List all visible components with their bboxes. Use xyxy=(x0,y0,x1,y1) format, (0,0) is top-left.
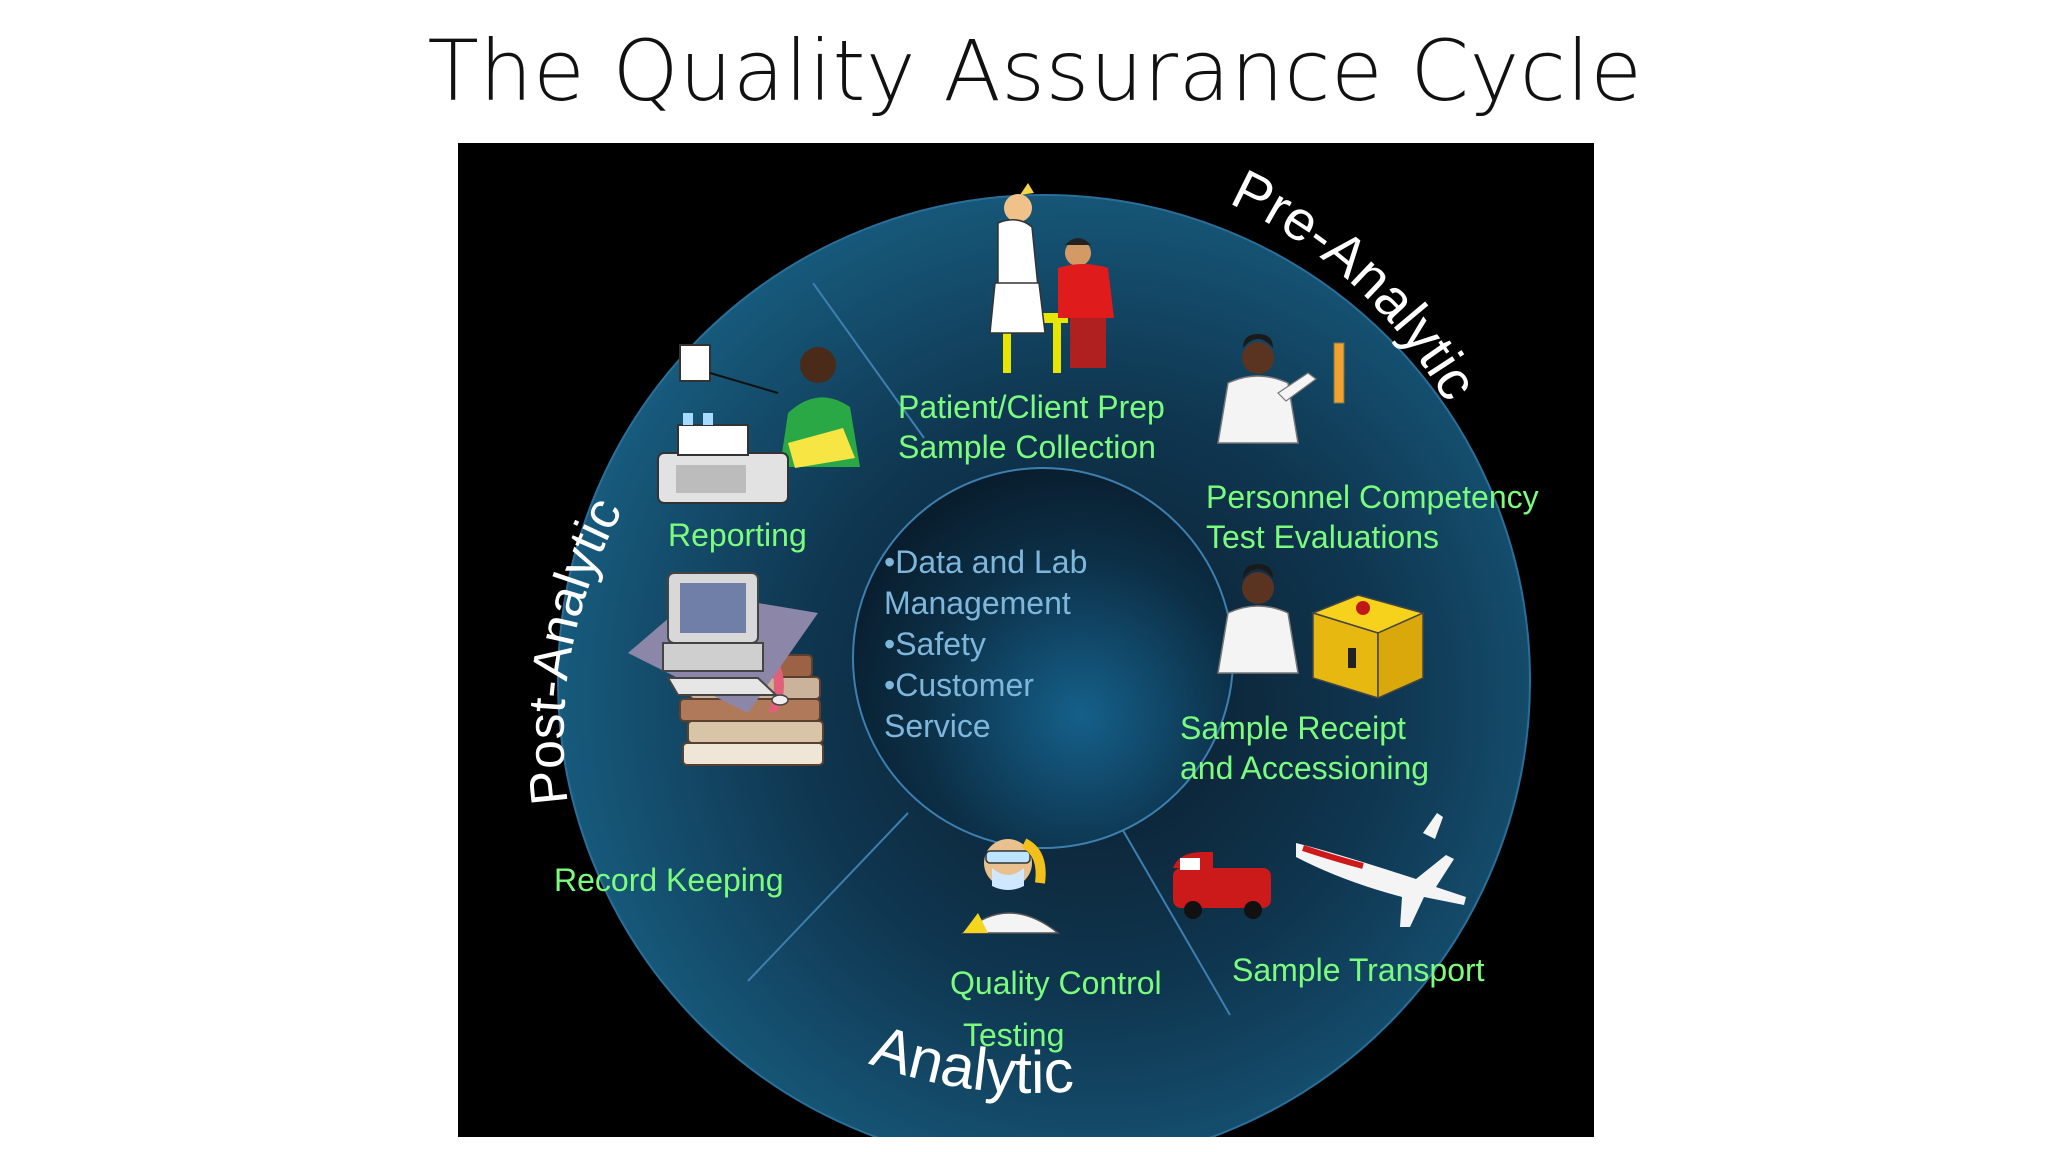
divider-line xyxy=(812,282,925,439)
qc-label: Quality Control Testing xyxy=(950,965,1162,1053)
masked-scientist-icon xyxy=(961,838,1061,934)
collection-label: Patient/Client Prep Sample Collection xyxy=(898,389,1165,465)
transport-label: Sample Transport xyxy=(1232,952,1485,988)
computer-icon xyxy=(628,572,818,713)
center-line: Management xyxy=(884,585,1071,621)
center-line: •Safety xyxy=(884,626,986,662)
lab-technician-icon xyxy=(1217,334,1345,444)
divider-line xyxy=(747,812,909,982)
center-line: •Data and Lab xyxy=(884,544,1087,580)
sample-package-icon xyxy=(1217,564,1426,700)
reporting-label: Reporting xyxy=(668,517,807,553)
svg-text:Record Keeping: Record Keeping xyxy=(554,862,783,898)
svg-text:and Accessioning: and Accessioning xyxy=(1180,750,1429,786)
center-topics: •Data and Lab Management •Safety •Custom… xyxy=(884,544,1087,744)
van-and-plane-icon xyxy=(1173,813,1466,927)
competency-label: Personnel Competency Test Evaluations xyxy=(1206,479,1539,555)
svg-text:Test Evaluations: Test Evaluations xyxy=(1206,519,1439,555)
divider-line xyxy=(1109,807,1231,1016)
records-label: Record Keeping xyxy=(554,862,783,898)
center-line: Service xyxy=(884,708,991,744)
svg-text:Personnel Competency: Personnel Competency xyxy=(1206,479,1539,515)
fax-phone-icon xyxy=(657,344,860,504)
svg-text:Testing: Testing xyxy=(963,1017,1064,1053)
blood-draw-icon xyxy=(989,183,1114,373)
svg-text:Sample Transport: Sample Transport xyxy=(1232,952,1485,988)
svg-text:Reporting: Reporting xyxy=(668,517,807,553)
center-line: •Customer xyxy=(884,667,1034,703)
svg-text:Patient/Client Prep: Patient/Client Prep xyxy=(898,389,1165,425)
cycle-diagram-panel: •Data and Lab Management •Safety •Custom… xyxy=(458,143,1594,1137)
page-title: The Quality Assurance Cycle xyxy=(427,22,1643,120)
receipt-label: Sample Receipt and Accessioning xyxy=(1180,710,1429,786)
svg-text:Sample Collection: Sample Collection xyxy=(898,429,1156,465)
svg-text:Quality Control: Quality Control xyxy=(950,965,1162,1001)
svg-text:Sample Receipt: Sample Receipt xyxy=(1180,710,1406,746)
